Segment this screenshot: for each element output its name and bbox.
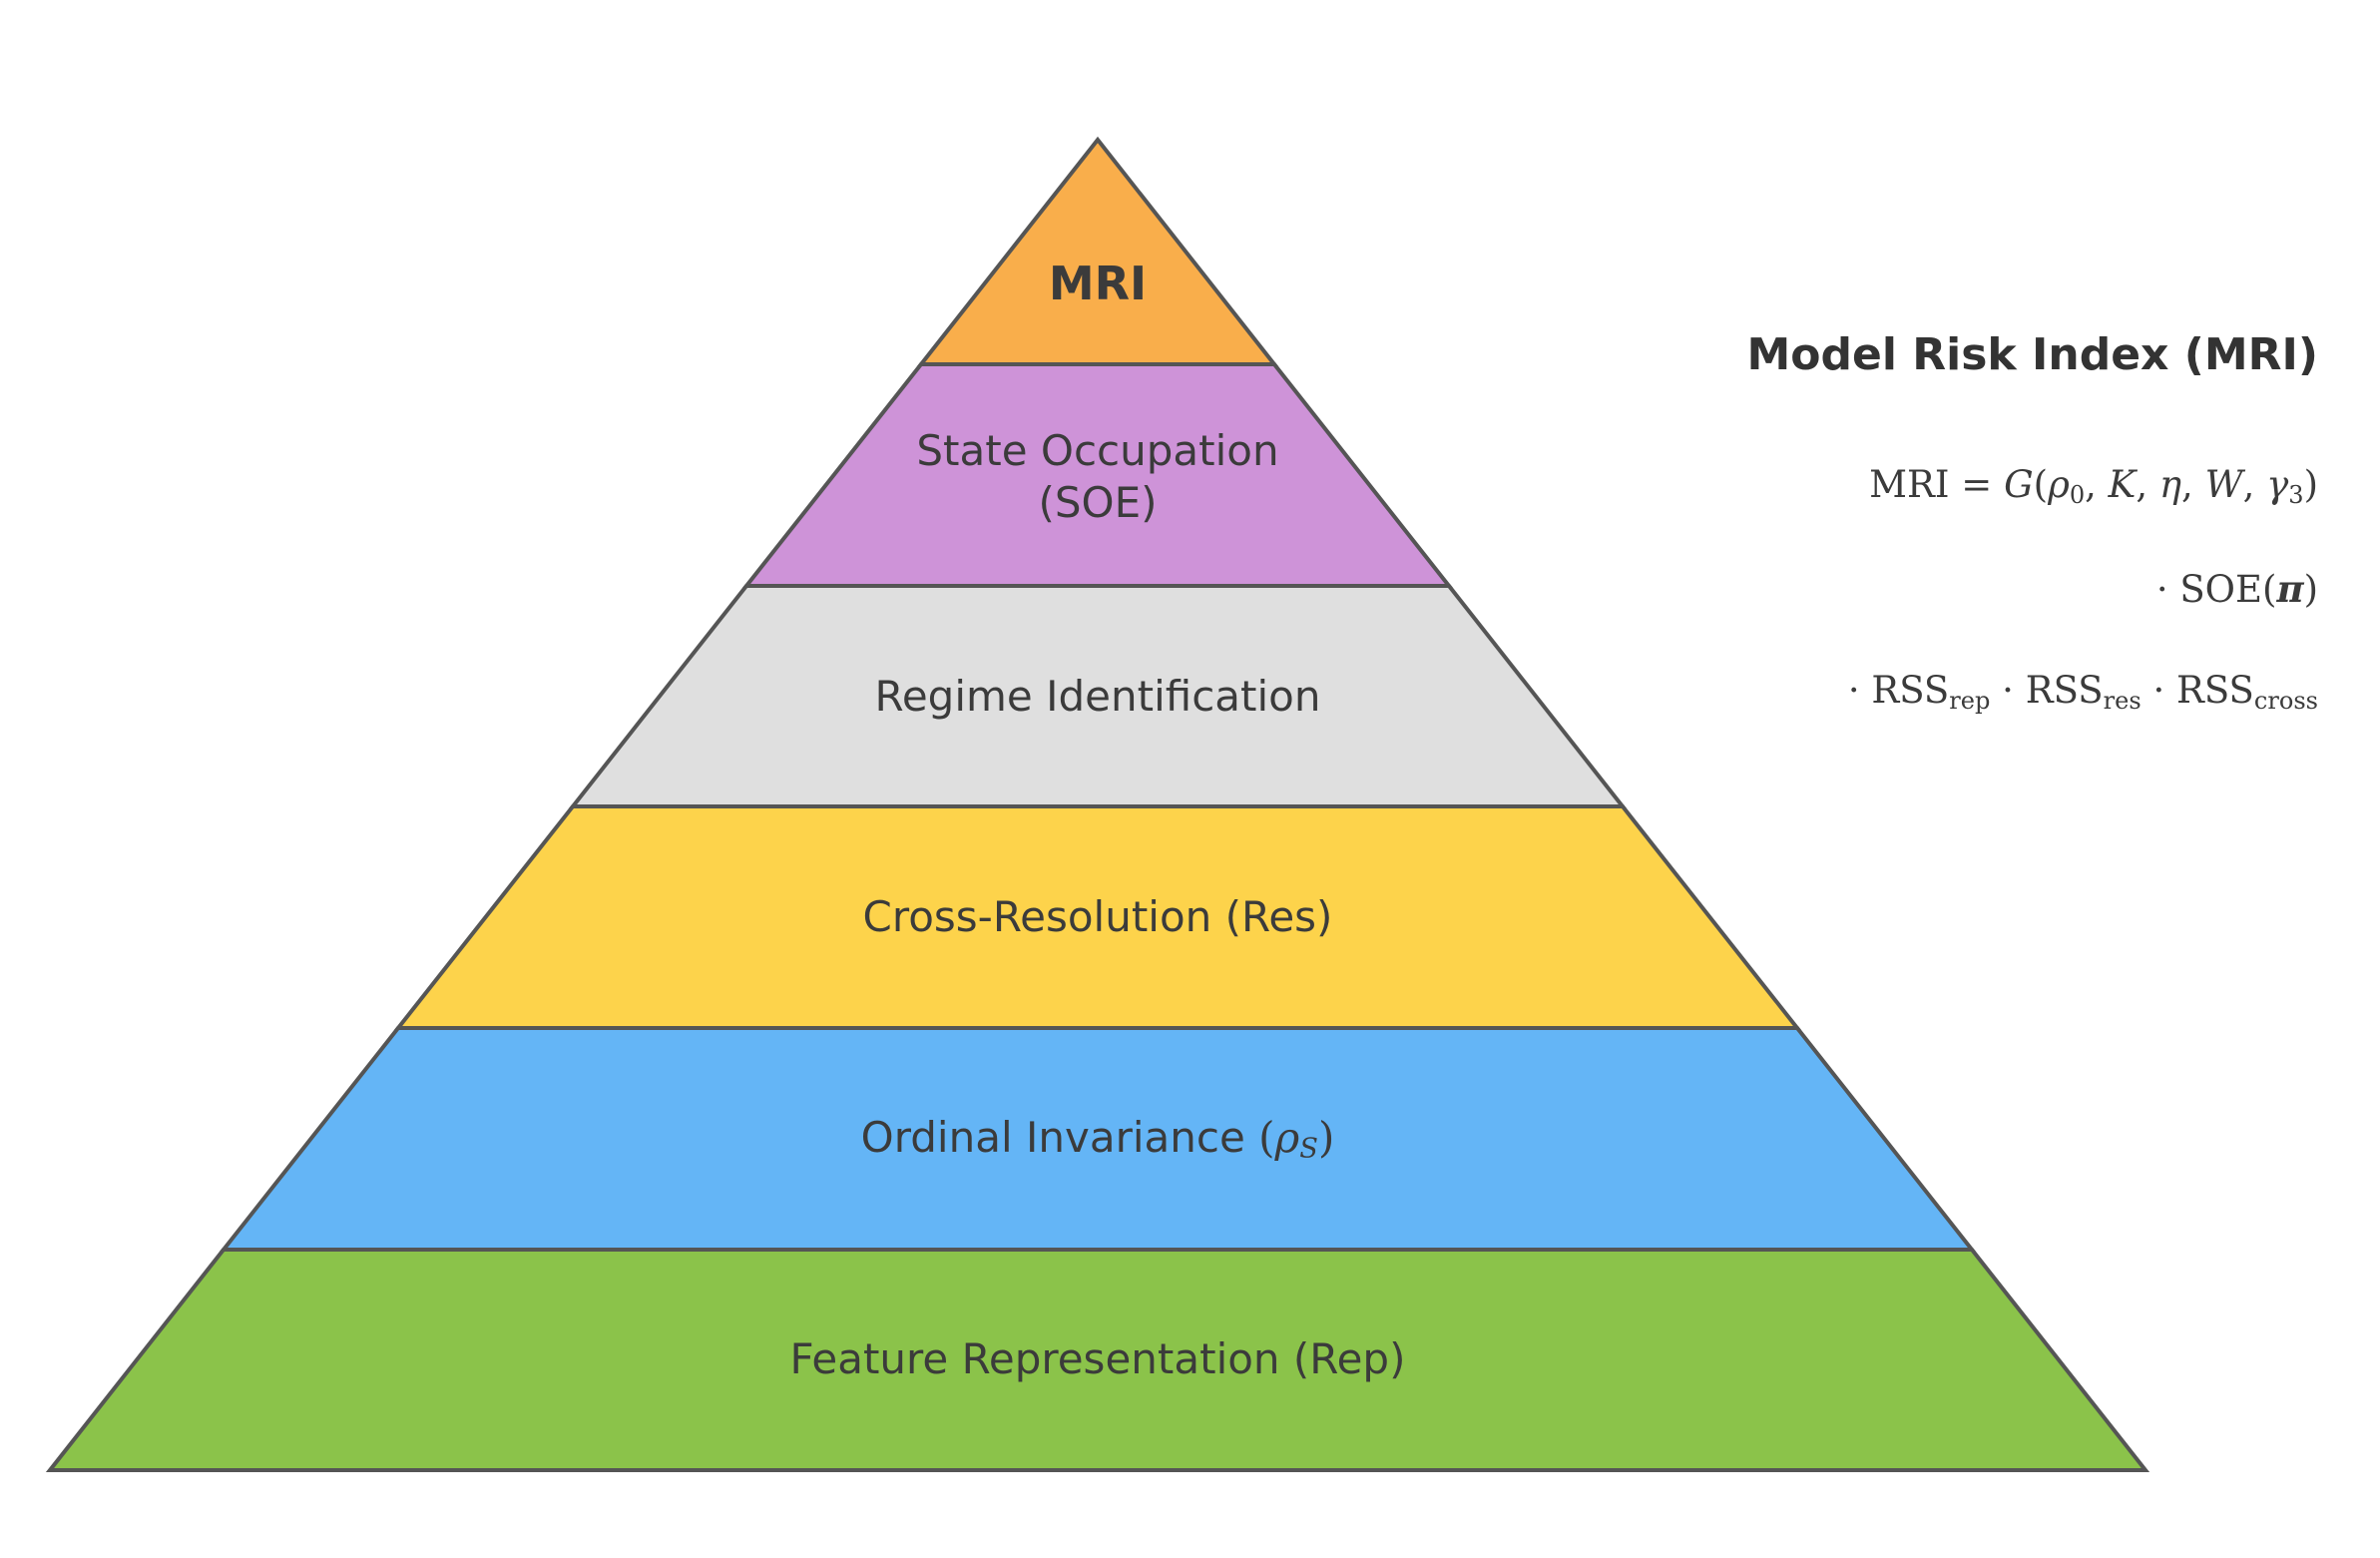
layer-label-soe-line2: (SOE): [1038, 478, 1158, 527]
formula-line-mri: MRI = G(ρ0, K, η, W, γ3): [1869, 463, 2318, 509]
layer-label-res: Cross-Resolution (Res): [862, 892, 1333, 941]
layer-label-soe-line1: State Occupation: [916, 426, 1279, 475]
formula-line-soe: · SOE(π): [2155, 567, 2318, 611]
layer-label-soe: State Occupation (SOE): [916, 425, 1278, 529]
layer-label-ordinal: Ordinal Invariance (ρS): [860, 1113, 1335, 1165]
formula-line-rss: · RSSrep · RSSres · RSScross: [1847, 669, 2318, 715]
layer-label-rep: Feature Representation (Rep): [789, 1334, 1406, 1383]
layer-label-regime: Regime Identification: [874, 672, 1321, 721]
pyramid-layer-rep: [45, 1248, 2150, 1472]
side-panel-title: Model Risk Index (MRI): [1746, 329, 2318, 380]
layer-label-mri: MRI: [1048, 257, 1148, 310]
pyramid-layer-mri: [916, 136, 1279, 366]
